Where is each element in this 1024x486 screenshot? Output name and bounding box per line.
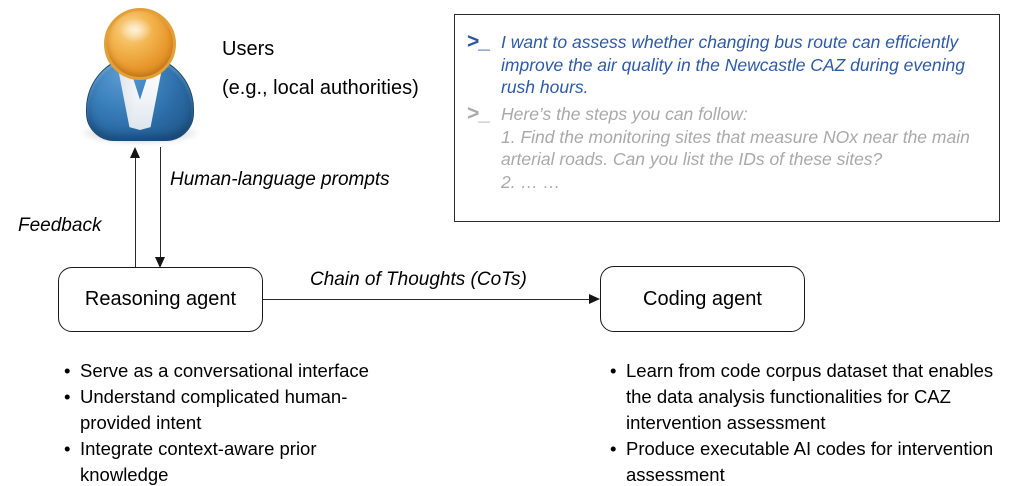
prompt-caret-icon: >_ — [467, 102, 490, 125]
cots-arrow-line — [263, 299, 590, 300]
list-item: Integrate context-aware prior knowledge — [62, 436, 392, 486]
feedback-label: Feedback — [18, 215, 102, 236]
list-item: Serve as a conversational interface — [62, 358, 392, 384]
cots-label: Chain of Thoughts (CoTs) — [310, 269, 527, 290]
prompts-arrow-line — [160, 147, 161, 259]
avatar-head-highlight — [120, 18, 152, 42]
coding-agent-bullet-list: Learn from code corpus dataset that enab… — [608, 358, 1008, 486]
cots-arrow-head — [589, 293, 600, 304]
node-reasoning-agent[interactable]: Reasoning agent — [58, 267, 263, 332]
list-item: Learn from code corpus dataset that enab… — [608, 358, 1008, 436]
console-user-row: >_ I want to assess whether changing bus… — [467, 31, 991, 99]
feedback-arrow-head — [129, 147, 140, 158]
console-assistant-row: >_ Here’s the steps you can follow: 1. F… — [467, 103, 991, 193]
user-avatar-icon — [68, 6, 212, 148]
users-title: Users — [222, 38, 275, 60]
prompt-console-box: >_ I want to assess whether changing bus… — [454, 14, 1000, 222]
prompts-arrow-head — [154, 257, 165, 268]
prompt-caret-icon: >_ — [467, 30, 490, 53]
node-reasoning-agent-label: Reasoning agent — [84, 288, 237, 310]
node-coding-agent[interactable]: Coding agent — [600, 266, 805, 332]
console-assistant-message: Here’s the steps you can follow: 1. Find… — [501, 104, 970, 192]
node-coding-agent-label: Coding agent — [643, 287, 762, 310]
list-item: Produce executable AI codes for interven… — [608, 436, 1008, 486]
list-item: Understand complicated human-provided in… — [62, 384, 392, 436]
feedback-arrow-line — [135, 156, 136, 268]
human-language-prompts-label: Human-language prompts — [170, 169, 390, 190]
reasoning-agent-bullet-list: Serve as a conversational interface Unde… — [62, 358, 392, 486]
users-subtitle: (e.g., local authorities) — [222, 77, 419, 99]
console-user-message: I want to assess whether changing bus ro… — [501, 32, 965, 97]
